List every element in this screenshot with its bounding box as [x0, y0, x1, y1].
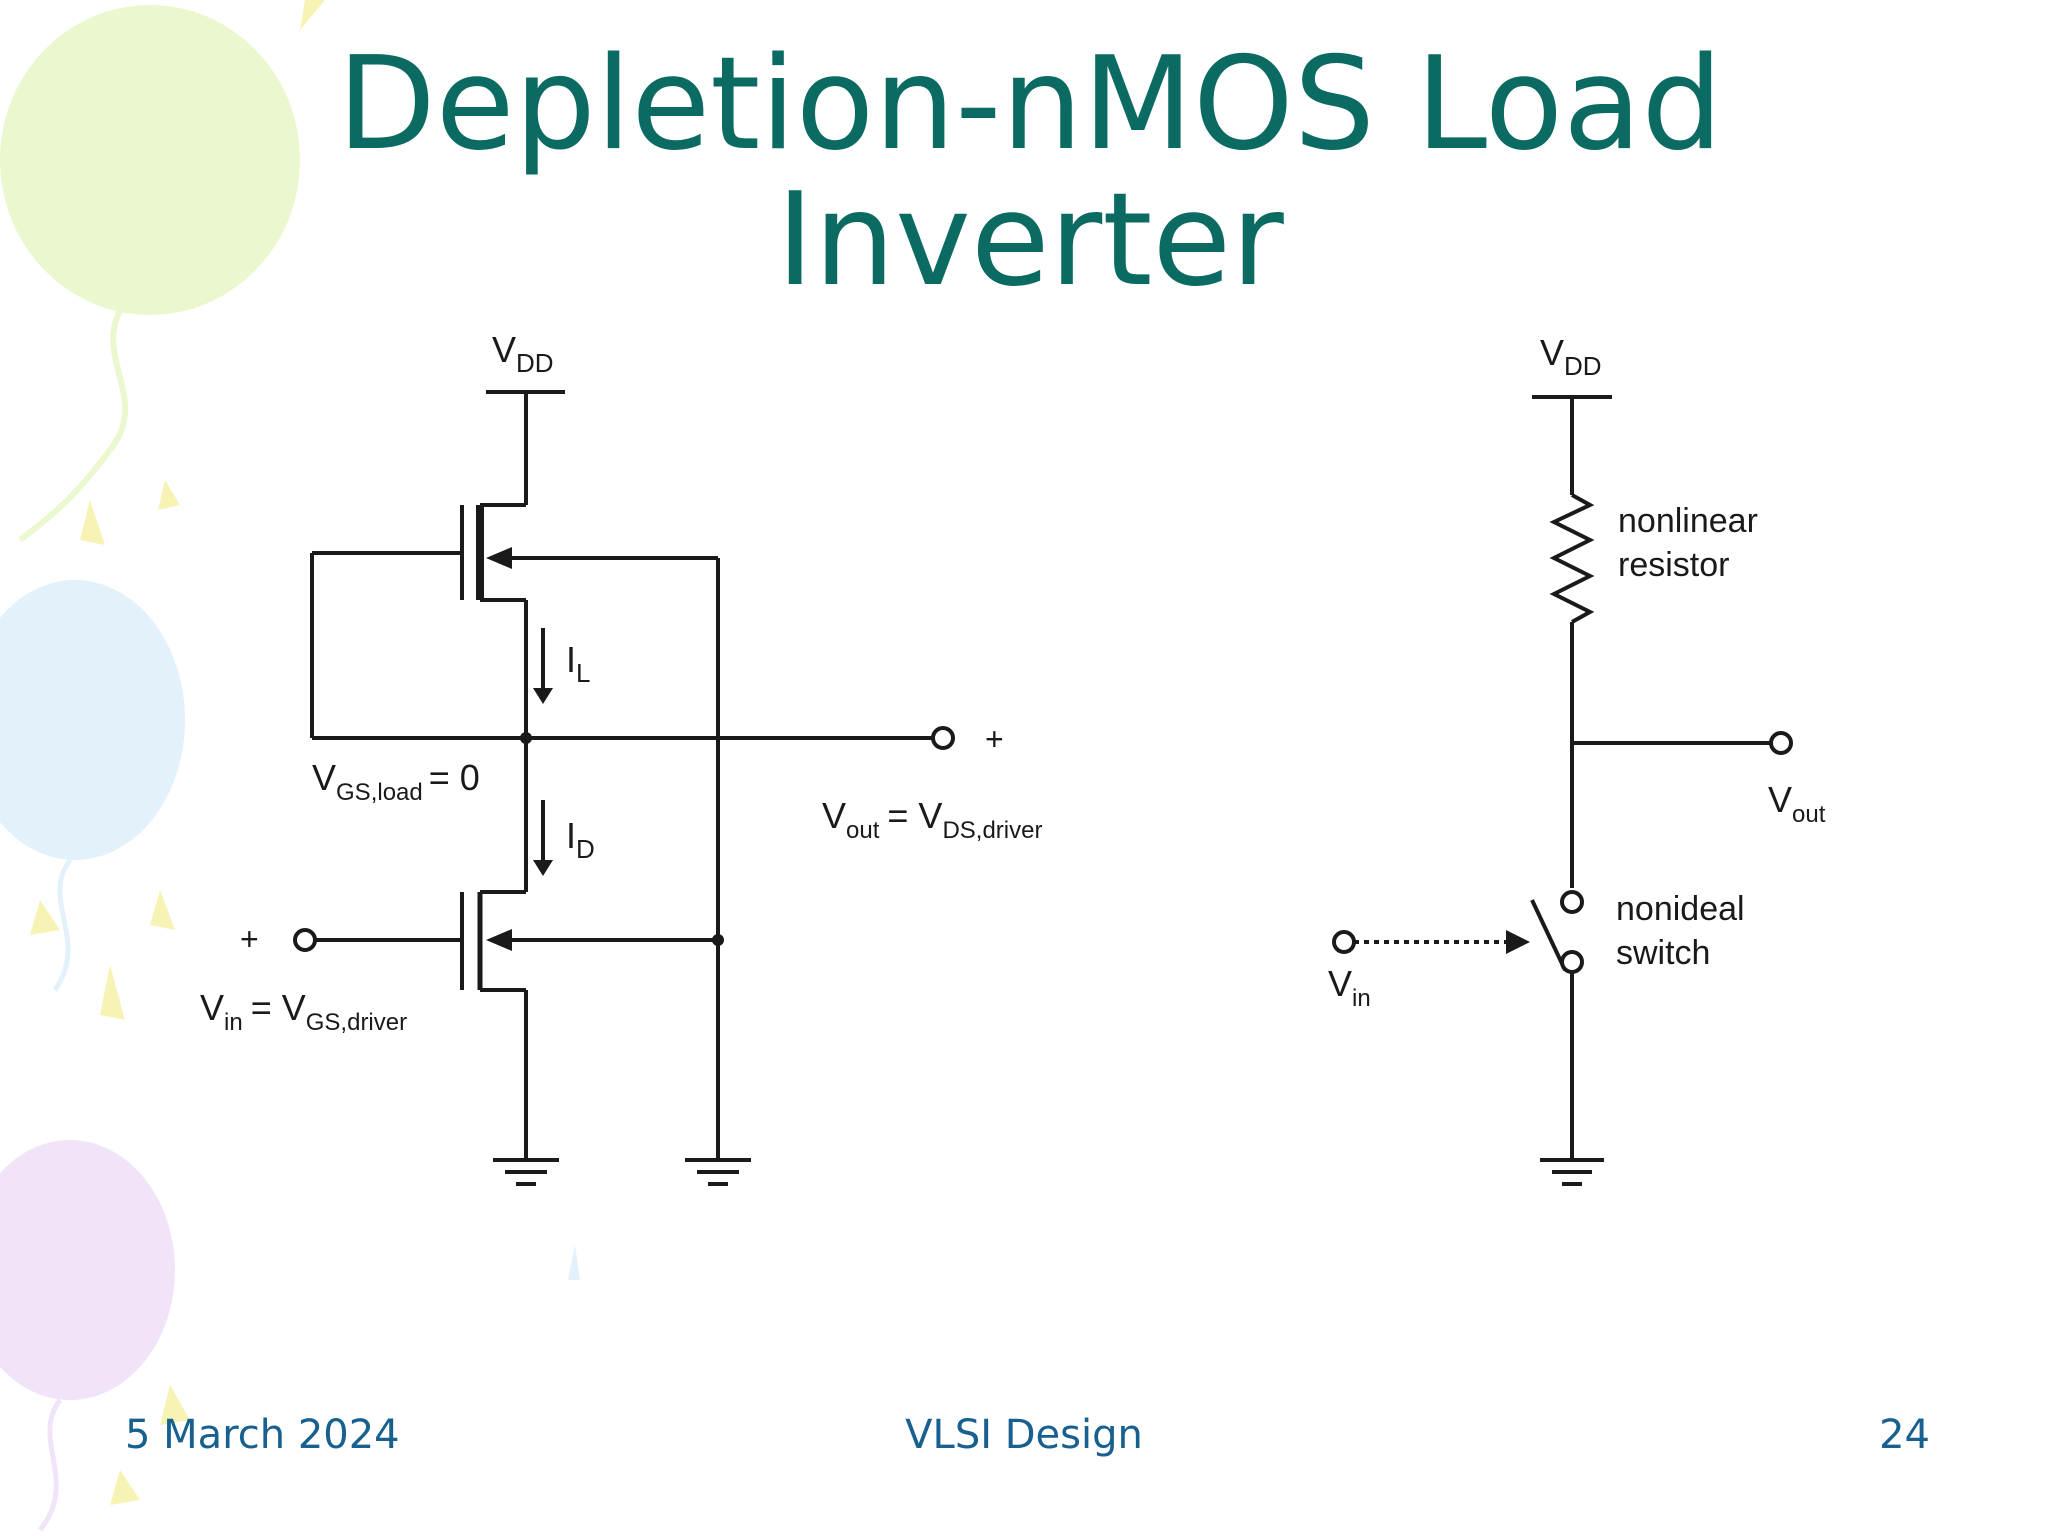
vin-eq-sub: GS,driver: [306, 1009, 407, 1036]
svg-text:Vout: Vout: [1768, 779, 1826, 828]
vdd-label-left: V: [492, 329, 516, 370]
svg-text:IL: IL: [566, 639, 590, 688]
vout-label-right-sub: out: [1792, 801, 1826, 828]
vdd-label-left-sub: DD: [516, 348, 554, 378]
vout-terminal-right: [1769, 731, 1793, 755]
svg-text:VGS,load= 0: VGS,load= 0: [312, 757, 480, 806]
id-label: I: [566, 815, 576, 856]
switch-blade: [1530, 899, 1567, 971]
output-junction-dot: [520, 732, 532, 744]
driver-body-arrow: [486, 929, 512, 951]
vin-label-left: V: [200, 987, 224, 1028]
vgs-load-eq: = 0: [429, 757, 480, 798]
il-label-sub: L: [576, 658, 590, 688]
id-arrow: [533, 860, 553, 876]
vin-label-right-sub: in: [1352, 985, 1371, 1012]
vdd-label-right-sub: DD: [1564, 351, 1602, 381]
vgs-load-label: V: [312, 757, 336, 798]
switch-bottom-contact: [1560, 950, 1584, 974]
switch-label-line2: switch: [1616, 934, 1710, 972]
switch-label-line1: nonideal: [1616, 890, 1745, 928]
vin-label-right: V: [1328, 963, 1352, 1004]
vin-terminal-left: [293, 928, 317, 952]
vout-plus-sign: +: [985, 721, 1004, 757]
switch-top-contact: [1560, 890, 1584, 914]
footer-course-title: VLSI Design: [905, 1412, 1143, 1458]
nonlinear-resistor-zigzag: [1549, 493, 1595, 624]
vdd-label-right: V: [1540, 332, 1564, 373]
vout-eq: = V: [887, 795, 942, 836]
vout-eq-sub: DS,driver: [942, 817, 1042, 844]
footer-date: 5 March 2024: [125, 1412, 400, 1458]
vin-eq: = V: [251, 987, 306, 1028]
il-arrow: [533, 688, 553, 704]
svg-text:Vin: Vin: [1328, 963, 1371, 1012]
vout-label-left: V: [822, 795, 846, 836]
vout-terminal-left: [931, 726, 955, 750]
vin-label-left-sub: in: [224, 1009, 243, 1036]
footer-page-number: 24: [1879, 1412, 1930, 1458]
vout-label-left-sub: out: [846, 817, 880, 844]
slide-title-line2: Inverter: [776, 166, 1284, 315]
slide-title-line1: Depletion-nMOS Load: [337, 30, 1723, 179]
svg-text:VDD: VDD: [1540, 332, 1602, 381]
control-arrow: [1506, 930, 1530, 954]
id-label-sub: D: [576, 834, 595, 864]
il-label: I: [566, 639, 576, 680]
svg-text:Vin= VGS,driver: Vin = VGS,driver: [200, 987, 407, 1036]
resistor-label-line1: nonlinear: [1618, 502, 1758, 540]
svg-text:VDD: VDD: [492, 329, 554, 378]
vgs-load-label-sub: GS,load: [336, 779, 423, 806]
svg-text:ID: ID: [566, 815, 595, 864]
load-body-arrow: [486, 547, 512, 569]
vin-terminal-right: [1332, 930, 1356, 954]
body-junction-dot: [712, 934, 724, 946]
resistor-label-line2: resistor: [1618, 546, 1729, 584]
svg-text:Vout= VDS,driver: Vout = VDS,driver: [822, 795, 1042, 844]
vin-plus-sign: +: [240, 921, 259, 957]
vout-label-right: V: [1768, 779, 1792, 820]
